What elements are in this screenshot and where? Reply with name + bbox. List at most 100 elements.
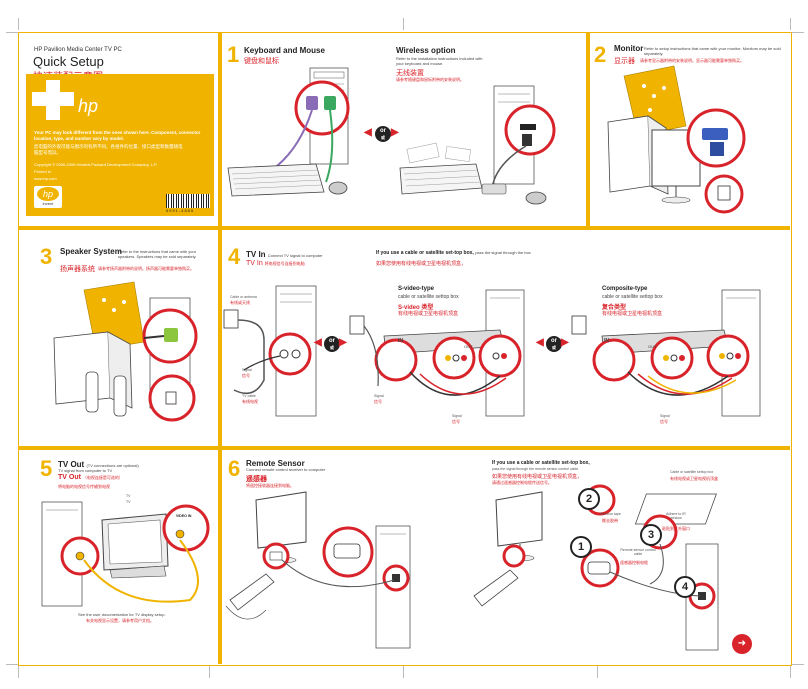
callout-3: 3 bbox=[640, 524, 662, 546]
step-number-1: 1 bbox=[227, 42, 240, 67]
plus-hp-logo bbox=[32, 80, 78, 120]
settop-signal-label: Signal bbox=[374, 394, 384, 398]
tv-out-note-zh: 有关电视显示设置，请参考用户文档。 bbox=[86, 618, 154, 623]
tv-out-zh: TV Out （电视连接是可选的） bbox=[58, 474, 123, 481]
monitor-illustration bbox=[607, 65, 746, 214]
composite-title: Composite-type bbox=[602, 286, 648, 292]
antenna-label: Cable or antenna bbox=[230, 295, 257, 299]
tv-label-zh: TV bbox=[126, 500, 131, 504]
crop-mark bbox=[597, 666, 598, 678]
step-number-6: 6 bbox=[228, 456, 241, 481]
remote-settop-zh: 如果您使用有线电视或卫星电视机顶盒， bbox=[492, 474, 583, 480]
video-in-label: VIDEO IN bbox=[176, 514, 192, 518]
monitor-zh: 显示器 bbox=[614, 58, 635, 65]
adhere-zh: 粘贴到红外窗口 bbox=[662, 526, 690, 531]
speaker-zh-desc: 请参考扬声器附带的说明。扬声器可能需要单独购买。 bbox=[98, 266, 194, 271]
composite-illustration bbox=[571, 289, 761, 417]
crop-mark bbox=[403, 18, 404, 30]
composite-signal-zh: 信号 bbox=[660, 419, 668, 424]
in-port-label: IN bbox=[398, 338, 403, 344]
signal-label: Signal bbox=[242, 368, 252, 372]
speaker-title: Speaker System bbox=[60, 247, 122, 256]
settop-title: If you use a cable or satellite set-top … bbox=[376, 250, 531, 256]
left-arrow-icon: ◀ bbox=[536, 337, 544, 348]
crop-mark bbox=[403, 666, 404, 678]
wireless-title: Wireless option bbox=[396, 46, 456, 55]
out-port-label: OUT bbox=[464, 344, 473, 349]
tv-out-desc: TV signal from computer to TV bbox=[58, 468, 113, 473]
col-divider bbox=[218, 230, 222, 446]
crop-mark bbox=[18, 18, 19, 30]
settop-box-label: Cable or satellite settop box bbox=[670, 470, 714, 474]
notice-en: Your PC may look different from the ones… bbox=[34, 130, 201, 141]
keyboard-mouse-title: Keyboard and Mouse bbox=[244, 46, 325, 55]
right-arrow-icon: ▶ bbox=[339, 337, 347, 348]
crop-mark bbox=[792, 664, 804, 665]
composite-sub: cable or satellite settop box bbox=[602, 294, 663, 300]
antenna-label-zh: 有线或天线 bbox=[230, 300, 250, 305]
crop-mark bbox=[792, 32, 804, 33]
barcode bbox=[166, 194, 210, 208]
wireless-zh-desc: 请参考随键盘和鼠标附带的安装说明。 bbox=[396, 77, 464, 82]
settop-box-label-zh: 有线电视或卫星电视机顶盒 bbox=[670, 476, 718, 481]
remote-settop-zh-desc: 请通过遥感器控制电缆传送信号。 bbox=[492, 480, 552, 485]
callout-2: 2 bbox=[578, 488, 600, 510]
crop-mark bbox=[6, 664, 18, 665]
crop-mark bbox=[790, 18, 791, 30]
speaker-zh: 扬声器系统 bbox=[60, 266, 95, 273]
monitor-desc: Refer to setup instructions that came wi… bbox=[644, 46, 781, 56]
crop-mark bbox=[790, 666, 791, 678]
step-number-4: 4 bbox=[228, 244, 241, 269]
monitor-zh-desc: 请参考显示器附带的安装说明。显示器可能需要单独购买。 bbox=[640, 58, 744, 63]
remote-sensor-illustration bbox=[225, 491, 411, 649]
speaker-illustration bbox=[53, 281, 198, 422]
sensor-cable-zh: 遥感器控制电缆 bbox=[620, 560, 648, 565]
tv-cable-label-zh: 有线电视 bbox=[242, 399, 258, 404]
page-frame bbox=[18, 32, 792, 666]
row-divider bbox=[18, 446, 790, 450]
settop-signal-label-2: Signal bbox=[452, 414, 462, 418]
wireless-illustration bbox=[399, 85, 556, 205]
monitor-title: Monitor bbox=[614, 44, 644, 53]
callout-4: 4 bbox=[674, 576, 696, 598]
crop-mark bbox=[6, 32, 18, 33]
composite-zh-sub: 有线电视或卫星电视机顶盒 bbox=[602, 311, 663, 317]
svideo-zh: S-video 类型 bbox=[398, 305, 434, 311]
wireless-zh: 无线装置 bbox=[396, 70, 424, 77]
keyboard-mouse-zh: 键盘和鼠标 bbox=[244, 58, 279, 65]
svideo-sub: cable or satellite settop box bbox=[398, 294, 459, 300]
remote-settop-title: If you use a cable or satellite set-top … bbox=[492, 460, 590, 466]
sensor-cable-label: Remote sensor control cable bbox=[620, 548, 656, 556]
step-number-5: 5 bbox=[40, 456, 53, 481]
remove-tape-zh: 撕去胶带 bbox=[602, 518, 618, 523]
crop-mark bbox=[209, 666, 210, 678]
right-arrow-icon: ▶ bbox=[391, 127, 399, 138]
svideo-illustration bbox=[349, 289, 525, 417]
row-divider bbox=[18, 226, 790, 230]
callout-1: 1 bbox=[570, 536, 592, 558]
barcode-number: 5991-4885 bbox=[166, 208, 195, 213]
remote-settop-illustration bbox=[473, 484, 719, 651]
remote-sensor-zh-desc: 将遥控接收器连接到电脑。 bbox=[246, 483, 294, 488]
tv-out-note: See the user documentation for TV displa… bbox=[78, 612, 166, 617]
tv-out-zh-desc: 将电脑的电视信号传输到电视 bbox=[58, 484, 110, 489]
settop-zh: 如果您使用有线电视或卫星电视机顶盒， bbox=[376, 261, 467, 267]
remote-sensor-title: Remote Sensor bbox=[246, 459, 305, 468]
tv-in-illustration bbox=[223, 285, 317, 417]
left-arrow-icon: ◀ bbox=[364, 127, 372, 138]
settop-signal-zh-2: 信号 bbox=[452, 419, 460, 424]
tv-out-illustration bbox=[41, 501, 210, 607]
remote-sensor-desc: Connect remote control receiver to compu… bbox=[246, 467, 326, 472]
settop-signal-zh: 信号 bbox=[374, 399, 382, 404]
step-number-3: 3 bbox=[40, 244, 53, 269]
tv-out-title: TV Out (TV connections are optional) bbox=[58, 460, 139, 469]
remote-sensor-zh: 遥感器 bbox=[246, 476, 267, 483]
hp-wordmark: hp bbox=[78, 96, 99, 116]
product-name: HP Pavilion Media Center TV PC bbox=[34, 47, 122, 53]
out-port-label-2: OUT bbox=[648, 344, 657, 349]
col-divider bbox=[586, 32, 590, 226]
left-arrow-icon: ◀ bbox=[314, 337, 322, 348]
